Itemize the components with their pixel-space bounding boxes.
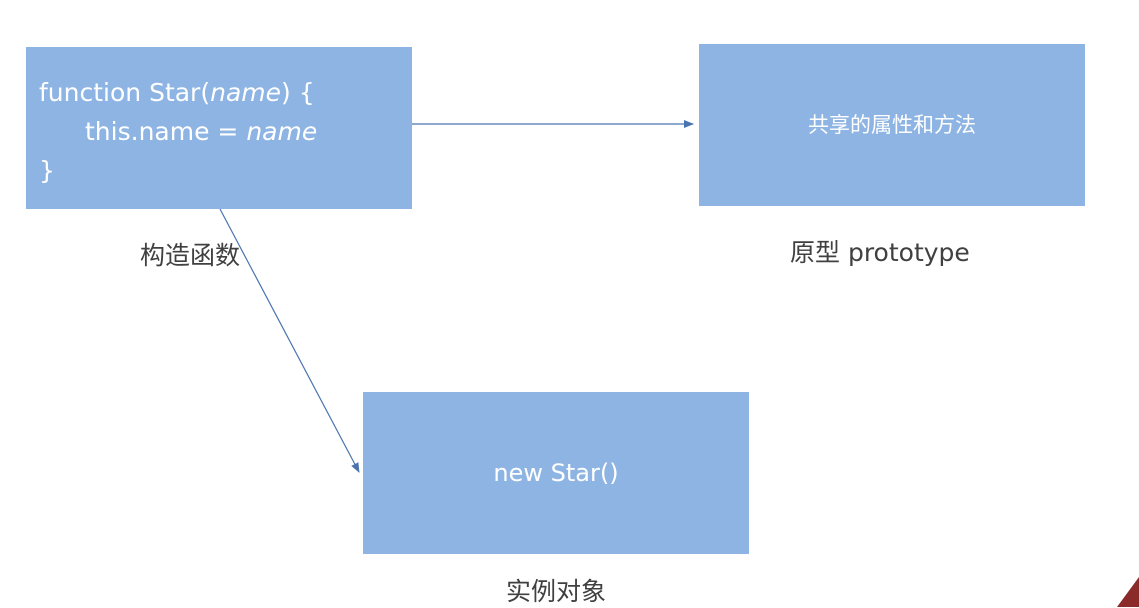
instance-caption: 实例对象 <box>506 577 607 606</box>
instance-box-text: new Star() <box>493 459 619 487</box>
code-line-1: function Star(name) { <box>39 73 412 112</box>
constructor-box: function Star(name) { this.name = name } <box>26 47 412 209</box>
arrow-constructor-to-instance <box>219 208 360 473</box>
constructor-caption: 构造函数 <box>140 241 241 270</box>
code-line-1-prefix: function Star( <box>39 78 211 107</box>
code-line-3: } <box>39 156 55 185</box>
code-line-1-suffix: ) { <box>281 78 315 107</box>
code-line-2: this.name = name <box>39 112 412 151</box>
prototype-caption: 原型 prototype <box>790 238 970 267</box>
prototype-box-text: 共享的属性和方法 <box>808 113 976 137</box>
prototype-box: 共享的属性和方法 <box>699 44 1085 206</box>
code-line-2-param: name <box>246 117 318 146</box>
code-line-1-param: name <box>210 78 281 107</box>
code-line-2-prefix: this.name = <box>85 117 247 146</box>
corner-mark <box>1117 577 1139 607</box>
instance-box: new Star() <box>363 392 749 554</box>
